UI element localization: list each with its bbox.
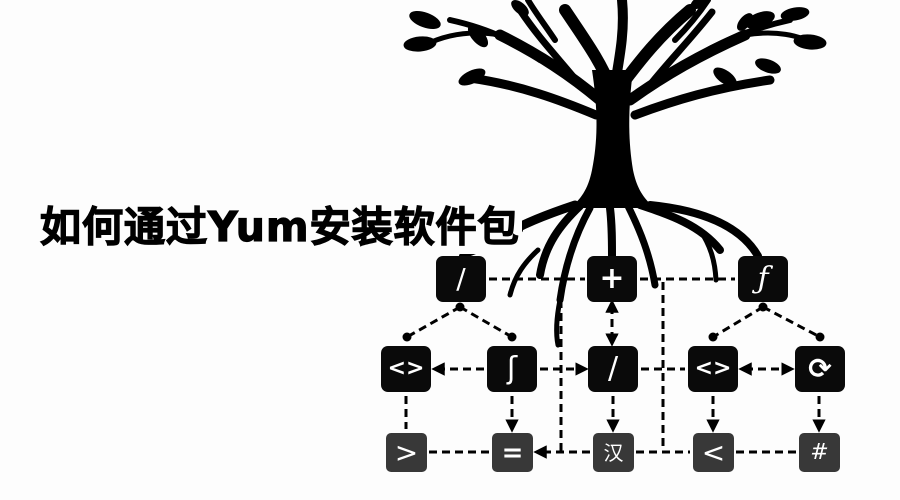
- node-slash-center: /: [588, 346, 638, 392]
- node-plus: +: [587, 256, 637, 302]
- hanzi-icon: 汉: [603, 440, 624, 465]
- node-code-brackets-right: <>: [688, 346, 738, 392]
- node-equals: =: [492, 433, 533, 472]
- node-code-brackets-left: <>: [381, 346, 431, 392]
- node-refresh-cycle: ⟳: [795, 346, 845, 392]
- equals-icon: =: [501, 437, 524, 468]
- node-integral: ʃ: [487, 346, 537, 392]
- hash-icon: #: [810, 439, 829, 465]
- node-hash: #: [799, 433, 840, 472]
- slash-icon: /: [607, 351, 619, 386]
- connector-dots: [402, 302, 825, 344]
- plus-icon: +: [599, 261, 625, 296]
- code-brackets-icon: <>: [694, 356, 732, 381]
- function-icon: ƒ: [757, 261, 769, 296]
- code-brackets-icon: <>: [387, 356, 425, 381]
- less-than-icon: <: [701, 435, 726, 469]
- node-greater-than: >: [386, 433, 427, 472]
- greater-than-icon: >: [394, 435, 419, 469]
- node-less-than: <: [693, 433, 734, 472]
- tree-illustration: [403, 0, 827, 348]
- refresh-cycle-icon: ⟳: [808, 352, 832, 385]
- connector-lines: [404, 277, 826, 459]
- slash-icon: /: [456, 262, 466, 295]
- node-slash: /: [436, 256, 486, 302]
- node-hanzi: 汉: [593, 433, 634, 472]
- integral-icon: ʃ: [506, 351, 518, 386]
- node-function: ƒ: [738, 256, 788, 302]
- page-title: 如何通过Yum安装软件包: [39, 200, 522, 254]
